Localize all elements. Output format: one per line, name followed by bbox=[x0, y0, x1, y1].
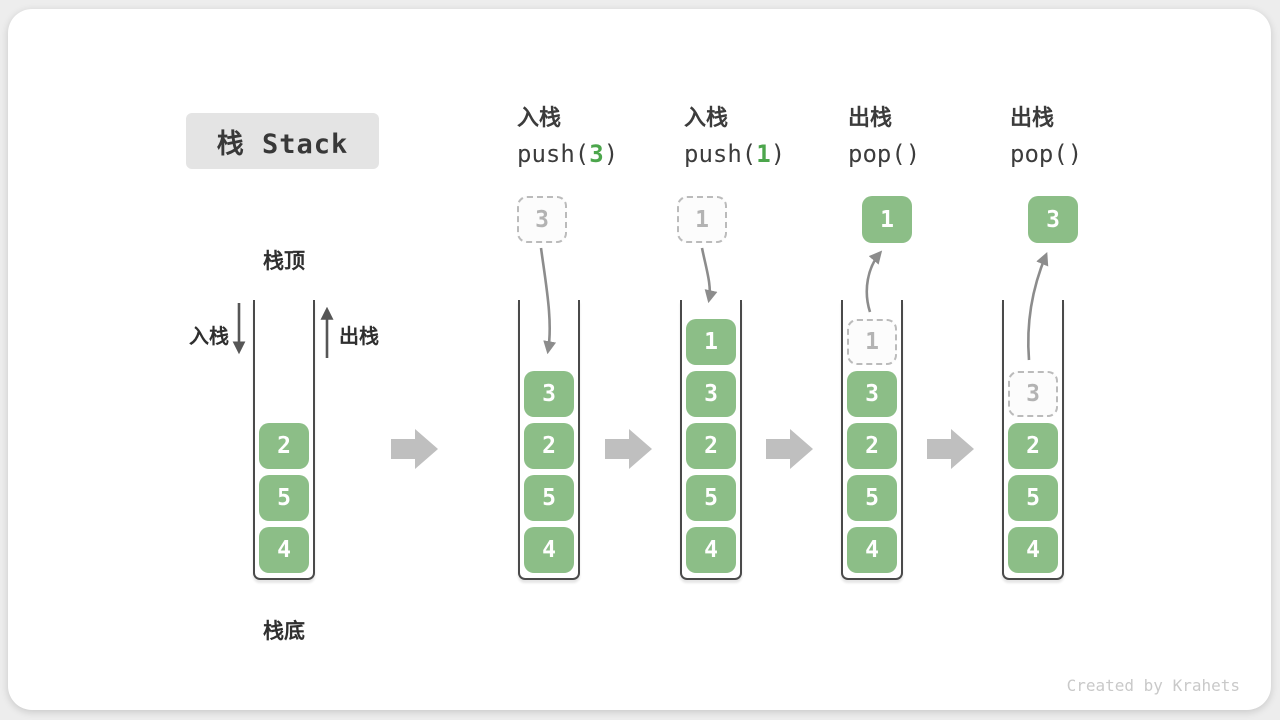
floating-element-ghost: 3 bbox=[517, 196, 567, 243]
stack-item: 5 bbox=[524, 475, 574, 521]
stack-container bbox=[253, 300, 315, 580]
stack-item: 2 bbox=[524, 423, 574, 469]
operation-label-cn: 出栈 bbox=[1010, 106, 1055, 131]
operation-header: 出栈 pop() bbox=[848, 106, 1008, 167]
stack-item: 4 bbox=[847, 527, 897, 573]
operation-code: push(3) bbox=[517, 140, 619, 168]
stack-item: 3 bbox=[524, 371, 574, 417]
stack-item: 2 bbox=[1008, 423, 1058, 469]
stack-item: 4 bbox=[524, 527, 574, 573]
operation-header: 入栈 push(1) bbox=[684, 106, 844, 167]
stack-container bbox=[1002, 300, 1064, 580]
stack-container bbox=[680, 300, 742, 580]
floating-element-ghost: 1 bbox=[677, 196, 727, 243]
stack-item: 3 bbox=[847, 371, 897, 417]
push-side-label: 入栈 bbox=[189, 324, 229, 348]
stack-item: 1 bbox=[686, 319, 736, 365]
operation-header: 入栈 push(3) bbox=[517, 106, 677, 167]
operation-label-cn: 出栈 bbox=[848, 106, 893, 131]
stack-bottom-label: 栈底 bbox=[263, 619, 305, 643]
stack-item: 4 bbox=[686, 527, 736, 573]
pop-side-label: 出栈 bbox=[339, 324, 379, 348]
watermark: Created by Krahets bbox=[1066, 676, 1240, 695]
stack-item: 5 bbox=[259, 475, 309, 521]
diagram-title: 栈 Stack bbox=[186, 113, 379, 169]
stack-item: 2 bbox=[259, 423, 309, 469]
floating-element: 3 bbox=[1028, 196, 1078, 243]
operation-header: 出栈 pop() bbox=[1010, 106, 1170, 167]
operation-code: push(1) bbox=[684, 140, 786, 168]
stack-item: 2 bbox=[686, 423, 736, 469]
operation-code: pop() bbox=[848, 140, 921, 168]
stack-container bbox=[841, 300, 903, 580]
stack-container bbox=[518, 300, 580, 580]
stack-item: 5 bbox=[847, 475, 897, 521]
floating-element: 1 bbox=[862, 196, 912, 243]
stack-item: 5 bbox=[1008, 475, 1058, 521]
diagram-title-text: 栈 Stack bbox=[216, 128, 349, 160]
stack-item: 2 bbox=[847, 423, 897, 469]
stack-item: 4 bbox=[1008, 527, 1058, 573]
stack-item-ghost: 1 bbox=[847, 319, 897, 365]
stack-top-label: 栈顶 bbox=[263, 249, 305, 273]
stack-item: 4 bbox=[259, 527, 309, 573]
operation-code-arg: 1 bbox=[756, 140, 771, 168]
stack-item: 5 bbox=[686, 475, 736, 521]
operation-label-cn: 入栈 bbox=[684, 106, 729, 131]
stack-item: 3 bbox=[686, 371, 736, 417]
operation-code: pop() bbox=[1010, 140, 1083, 168]
operation-code-arg: 3 bbox=[589, 140, 604, 168]
operation-label-cn: 入栈 bbox=[517, 106, 562, 131]
stack-item-ghost: 3 bbox=[1008, 371, 1058, 417]
